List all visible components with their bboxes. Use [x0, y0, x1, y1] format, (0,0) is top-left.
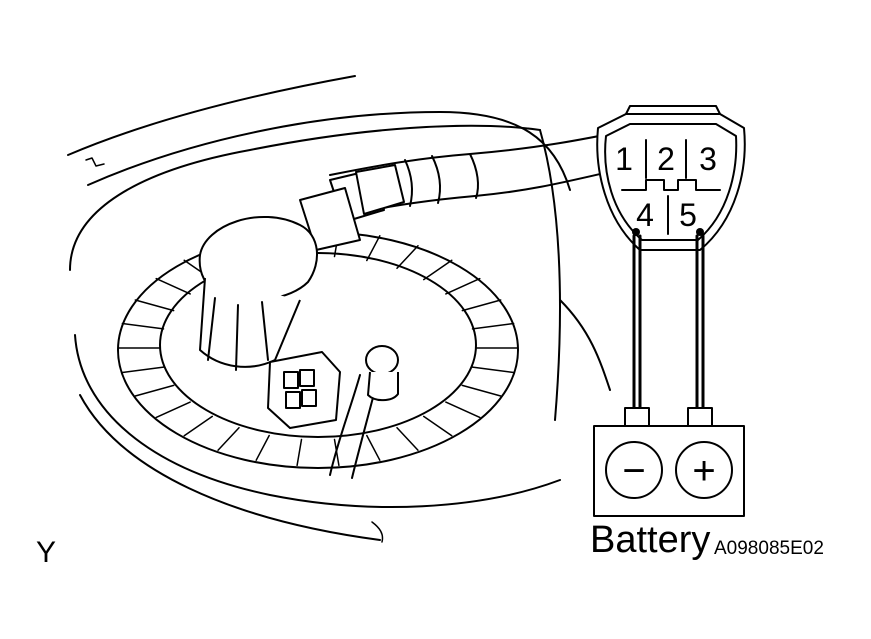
ring-tooth: [183, 415, 214, 437]
ring-tooth: [461, 384, 502, 397]
probe-tip-pin-4: [632, 228, 640, 236]
tank-floor-curve: [74, 334, 561, 508]
ring-tooth: [134, 384, 175, 397]
pin-4-label: 4: [636, 197, 654, 233]
ring-tooth: [422, 415, 453, 437]
ring-tooth: [471, 322, 515, 330]
pump-terminal-post: [367, 371, 399, 402]
ring-tooth: [422, 259, 453, 281]
ring-tooth: [255, 434, 270, 461]
pin-2-label: 2: [657, 141, 675, 177]
locking-ring-outer: [117, 231, 519, 469]
ring-tooth: [134, 299, 175, 312]
ring-tooth: [396, 426, 419, 451]
test-leads: [632, 234, 705, 410]
positive-terminal-circle: [675, 441, 733, 499]
pump-cover-fin-3: [261, 301, 269, 361]
hose-band-1: [404, 159, 414, 207]
pin-1-label: 1: [615, 141, 633, 177]
tank-opening-inner-rim: [69, 124, 541, 271]
ring-tooth: [366, 235, 381, 262]
ring-tooth: [121, 322, 165, 330]
battery: − + Battery: [590, 407, 745, 561]
positive-symbol: +: [692, 449, 715, 493]
corner-mark: Y: [36, 536, 56, 569]
pump-wire-left: [329, 374, 361, 476]
cavity-key: [621, 179, 721, 191]
ring-tooth: [217, 426, 240, 451]
probe-tip-pin-5: [696, 228, 704, 236]
pump-connector: [267, 351, 341, 429]
ring-tooth: [396, 245, 419, 270]
tank-panel-outline: [67, 75, 356, 156]
connector-housing-outer: [596, 113, 746, 251]
pump-cover-fin-1: [207, 297, 216, 361]
tank-right-wall: [539, 129, 561, 421]
hose-band-2: [431, 155, 441, 204]
ring-tooth: [366, 434, 381, 461]
hose-coupling-2: [355, 164, 405, 215]
ring-tooth: [461, 299, 502, 312]
ring-tooth: [155, 277, 191, 295]
ring-tooth: [445, 277, 481, 295]
fuel-tank-illustration: [67, 75, 641, 543]
figure-code: A098085E02: [714, 538, 824, 559]
connector-front-view: 1 2 3 4 5: [596, 105, 746, 251]
ring-tooth: [296, 438, 303, 467]
connector-latch: [625, 105, 721, 115]
ring-tooth: [155, 401, 191, 419]
ring-tooth: [121, 366, 165, 374]
negative-terminal-circle: [605, 441, 663, 499]
battery-terminal-negative-post: [624, 407, 650, 427]
hose-band-3: [469, 153, 479, 199]
ring-tooth: [471, 366, 515, 374]
pump-cover-fin-2: [235, 304, 239, 371]
tank-far-right-edge: [559, 299, 611, 391]
pin-5-label: 5: [679, 197, 697, 233]
pump-terminal-cap: [365, 345, 399, 375]
clip-mark-bottom: [371, 521, 384, 543]
battery-label: Battery: [590, 519, 710, 561]
tank-lower-edge: [79, 394, 381, 541]
battery-terminal-positive-post: [687, 407, 713, 427]
ring-tooth: [445, 401, 481, 419]
negative-symbol: −: [622, 449, 645, 493]
pin-3-label: 3: [699, 141, 717, 177]
clip-mark-left: [85, 157, 105, 167]
